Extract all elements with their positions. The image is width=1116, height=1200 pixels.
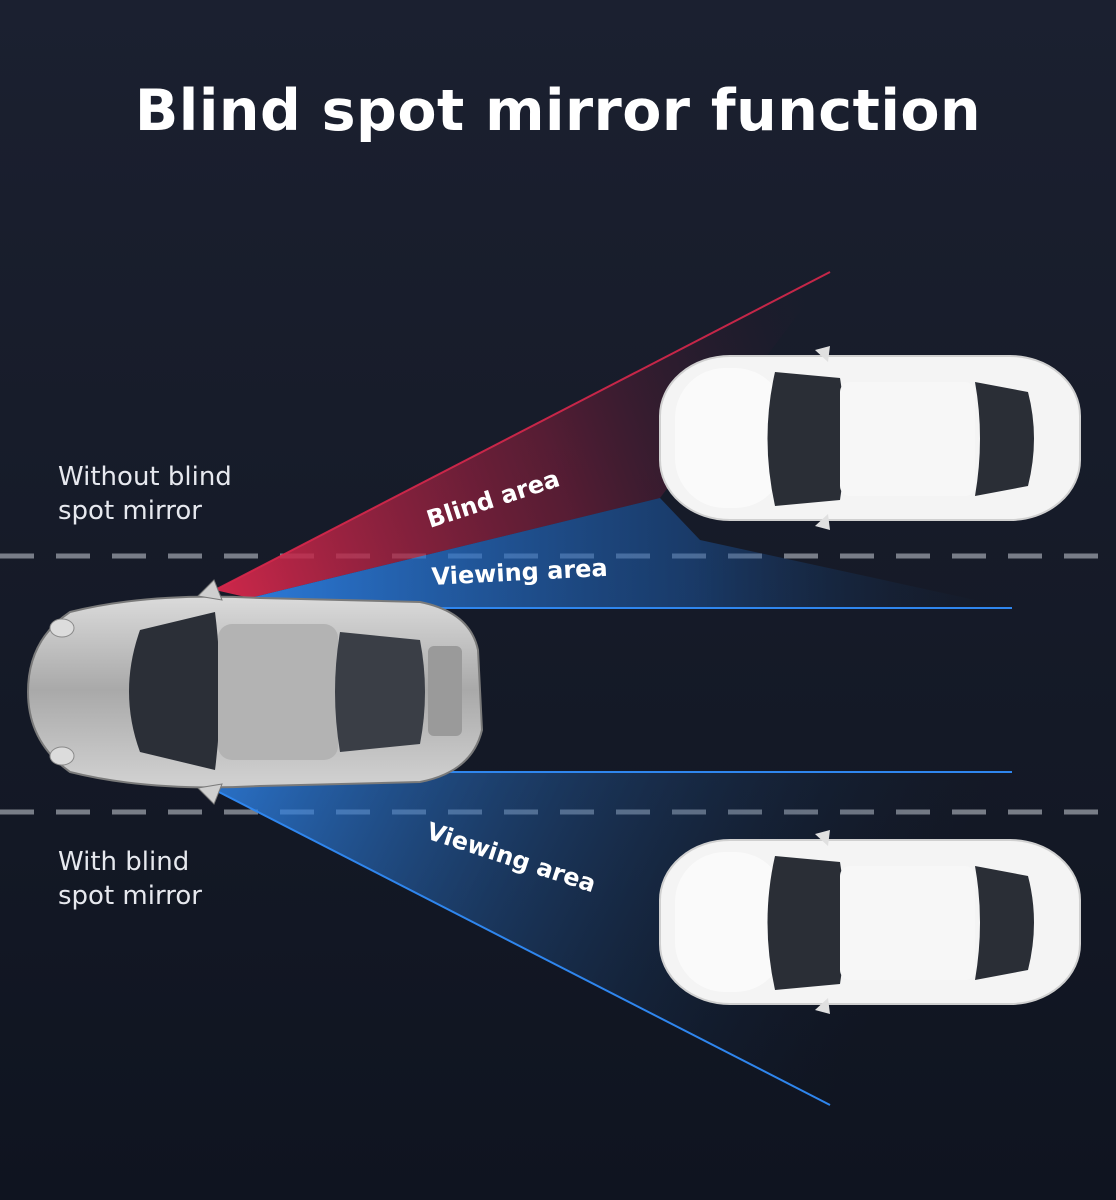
blind-area-zone [215,272,830,598]
without-mirror-label-line2: spot mirror [58,496,202,526]
page-title: Blind spot mirror function [134,78,982,144]
without-mirror-label-line1: Without blind [58,462,232,492]
without-mirror-label: Without blind spot mirror [58,460,232,528]
blind-area-edge [214,271,831,591]
with-mirror-label-line2: spot mirror [58,881,202,911]
white-car-upper [659,346,1081,530]
with-mirror-label-line1: With blind [58,847,190,877]
viewing-area-zone-top [240,498,1012,608]
with-mirror-label: With blind spot mirror [58,845,202,913]
ego-car [26,579,484,805]
viewing-area-bottom-edge [214,789,831,1106]
white-car-lower [659,830,1081,1014]
